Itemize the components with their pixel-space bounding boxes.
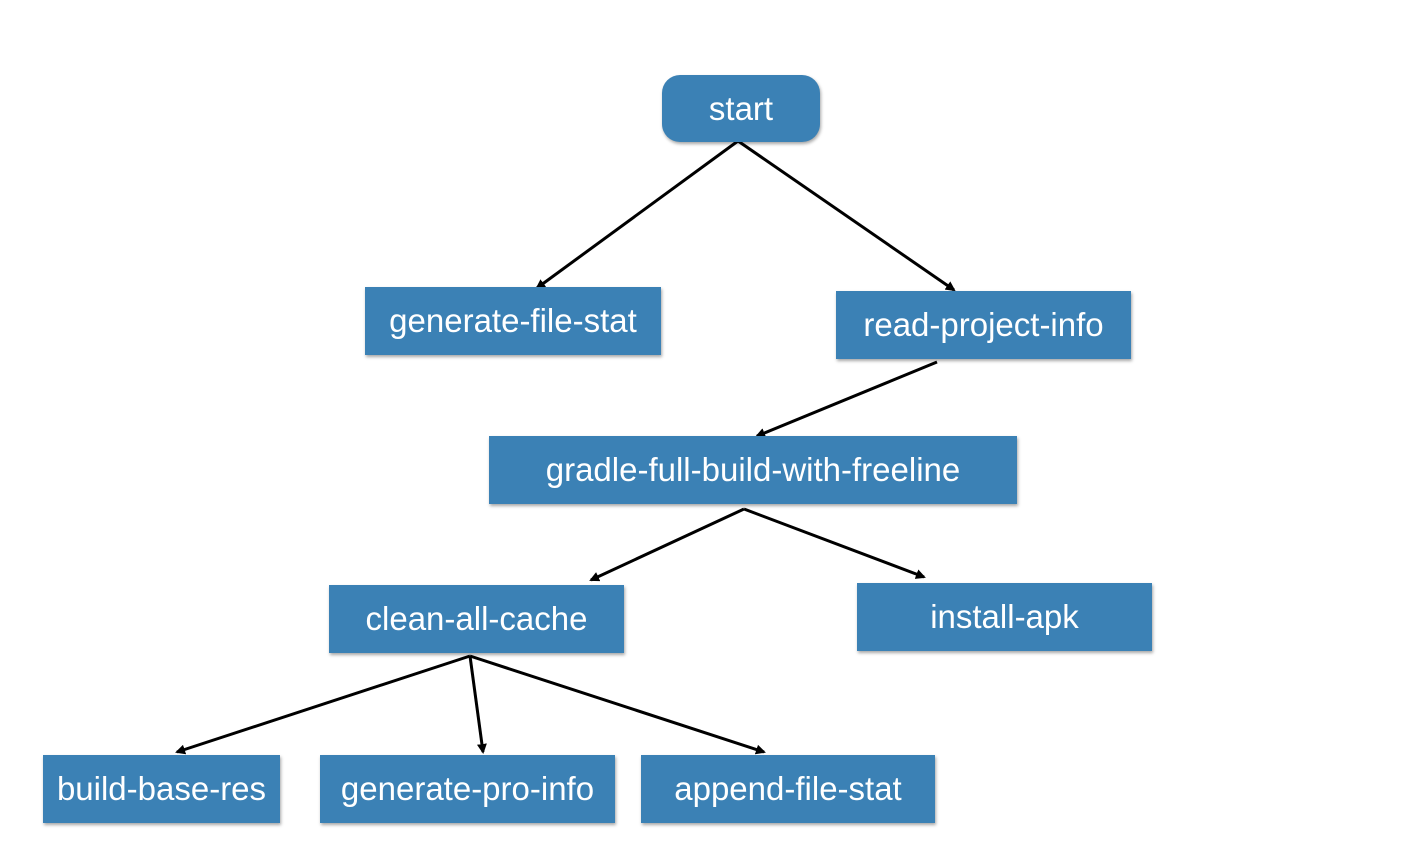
node-label: start (708, 89, 774, 127)
node-start: start (662, 75, 820, 142)
edge-clean-all-cache-to-append-file-stat (469, 654, 766, 755)
node-read-project-info: read-project-info (836, 291, 1131, 359)
node-build-base-res: build-base-res (43, 755, 280, 823)
node-gradle-full-build-with-freeline: gradle-full-build-with-freeline (489, 436, 1017, 504)
node-generate-pro-info: generate-pro-info (320, 755, 615, 823)
node-label: clean-all-cache (365, 600, 588, 637)
edge-read-project-info-to-gradle-full-build (755, 360, 938, 438)
node-label: generate-file-stat (389, 302, 637, 339)
node-append-file-stat: append-file-stat (641, 755, 935, 823)
node-install-apk: install-apk (857, 583, 1152, 651)
node-generate-file-stat: generate-file-stat (365, 287, 661, 355)
edge-start-to-generate-file-stat (535, 139, 739, 290)
edge-clean-all-cache-to-generate-pro-info (468, 655, 487, 754)
node-label: build-base-res (56, 770, 267, 807)
edge-clean-all-cache-to-build-base-res (175, 654, 471, 755)
edge-start-to-read-project-info (737, 139, 956, 292)
node-clean-all-cache: clean-all-cache (329, 585, 624, 653)
edge-gradle-full-build-to-clean-all-cache (589, 507, 745, 582)
edge-gradle-full-build-to-install-apk (743, 507, 926, 579)
node-label: read-project-info (863, 306, 1104, 343)
node-label: install-apk (930, 598, 1079, 635)
node-label: gradle-full-build-with-freeline (545, 451, 961, 488)
node-label: append-file-stat (674, 770, 902, 807)
node-label: generate-pro-info (340, 770, 595, 807)
